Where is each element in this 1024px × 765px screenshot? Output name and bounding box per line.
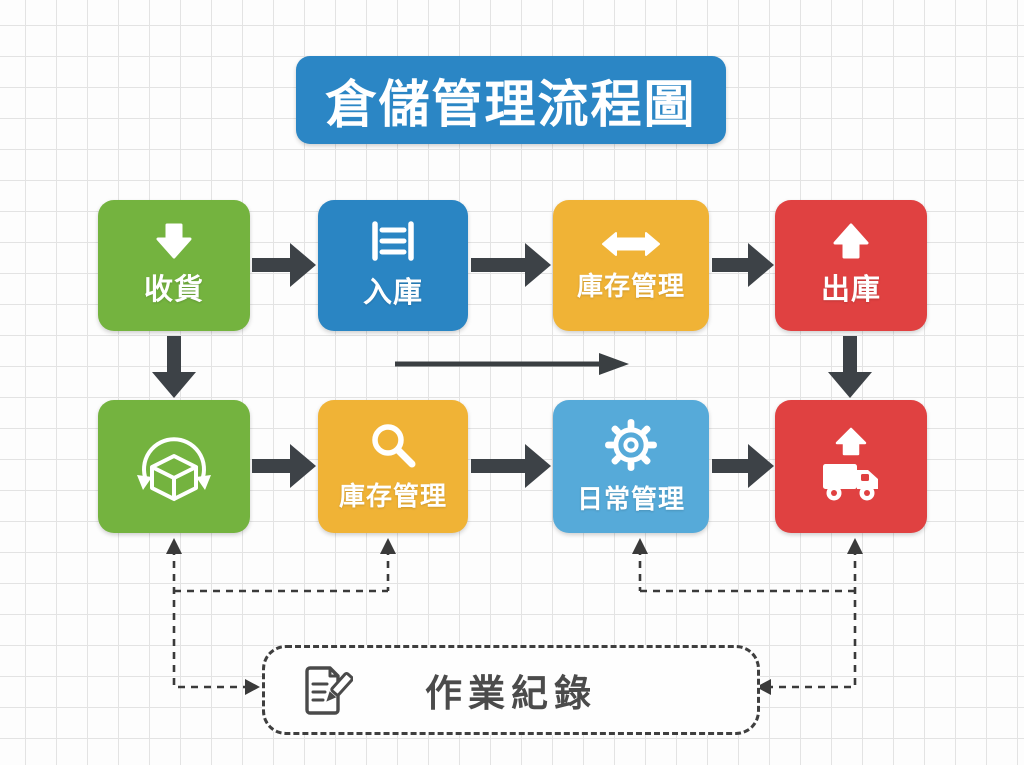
- arrow-handling-to-inventory2: [252, 444, 316, 488]
- box-label: 出庫: [820, 274, 881, 306]
- box-inventory-1: 庫存管理: [553, 200, 709, 331]
- arrow-inventory2-to-daily: [471, 444, 551, 488]
- document-pencil-icon: [297, 662, 353, 718]
- arrow-outbound-down: [828, 336, 872, 398]
- box-outbound: 出庫: [775, 200, 927, 331]
- double-arrow-horizontal-icon: [602, 229, 660, 259]
- magnifier-icon: [369, 421, 417, 469]
- record-box: 作業紀錄: [262, 645, 760, 735]
- box-shipping: [775, 400, 927, 533]
- box-label: 收貨: [143, 274, 204, 306]
- shelf-rack-icon: [370, 220, 416, 262]
- arrow-receive-to-inbound: [252, 243, 316, 287]
- truck-up-icon: [820, 426, 882, 508]
- box-label: 入庫: [362, 277, 423, 309]
- arrow-up-icon: [833, 223, 869, 259]
- box-daily: 日常管理: [553, 400, 709, 533]
- arrow-middle-thin: [393, 352, 629, 376]
- arrow-inbound-to-inventory: [471, 243, 551, 287]
- arrow-daily-to-shipping: [712, 444, 774, 488]
- arrow-inventory-to-outbound: [712, 243, 774, 287]
- box-inventory-2: 庫存管理: [318, 400, 468, 533]
- arrow-receive-down: [152, 336, 196, 398]
- package-cycle-icon: [131, 426, 217, 508]
- box-label: 庫存管理: [576, 270, 685, 301]
- arrow-down-icon: [156, 223, 192, 259]
- box-label: 庫存管理: [338, 480, 447, 511]
- box-handling: [98, 400, 250, 533]
- box-inbound: 入庫: [318, 200, 468, 331]
- record-box-label: 作業紀錄: [425, 673, 597, 714]
- page-title: 倉儲管理流程圖: [296, 56, 726, 144]
- gear-icon: [604, 418, 658, 472]
- box-receive: 收貨: [98, 200, 250, 331]
- box-label: 日常管理: [576, 483, 685, 514]
